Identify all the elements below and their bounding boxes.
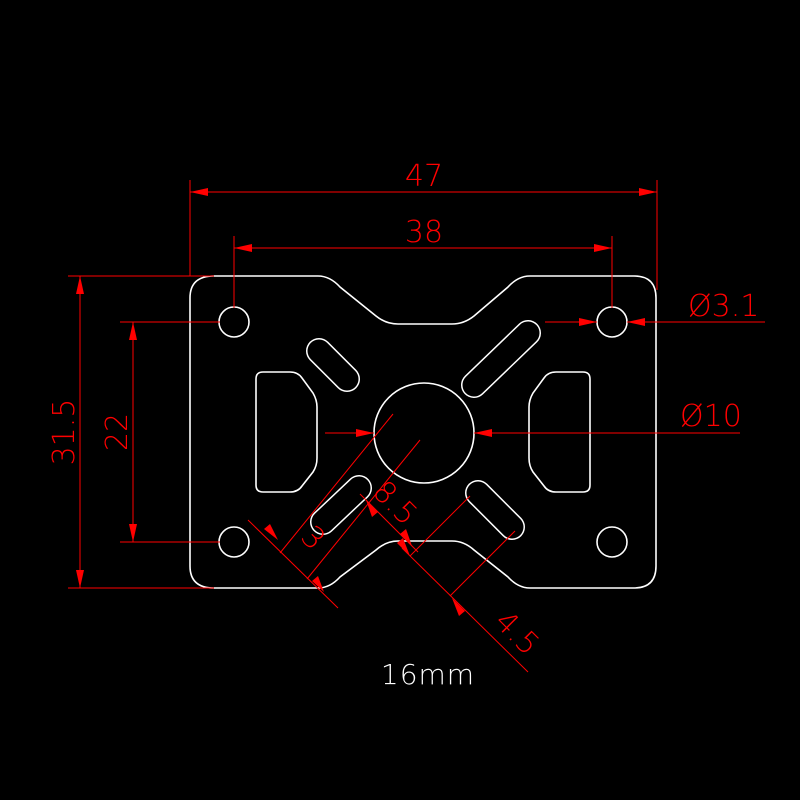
slot-bottom-right [465,480,525,540]
slot-bottom-left [310,475,372,535]
mount-hole-bottom-right [596,526,628,558]
mount-hole-bottom-left [218,526,250,558]
dim-overall-width-label: 47 [405,159,443,194]
dim-overall-height-label: 31.5 [47,399,82,466]
dim-center-hole-dia: Ø10 [325,399,742,437]
mount-hole-top-right [596,306,628,338]
unit-caption: 16mm [381,658,475,691]
side-cutout-right [528,371,591,493]
dim-slot-length-label: 4.5 [487,604,545,662]
center-hole [373,382,475,484]
dim-overall-height: 31.5 [47,275,214,589]
dim-hole-spacing-x-label: 38 [405,215,443,250]
mount-hole-top-left [218,306,250,338]
dim-hole-spacing-y: 22 [100,321,220,543]
dim-mount-hole-dia: Ø3.1 [545,289,765,326]
slot-top-right [461,320,541,398]
dim-mount-hole-dia-label: Ø3.1 [688,289,759,324]
dim-hole-spacing-y-label: 22 [100,413,135,451]
dim-overall-width: 47 [189,159,658,290]
slot-top-left [306,338,360,392]
side-cutout-left [255,371,318,493]
dim-center-hole-dia-label: Ø10 [680,399,742,434]
dim-hole-spacing-x: 38 [233,215,613,308]
